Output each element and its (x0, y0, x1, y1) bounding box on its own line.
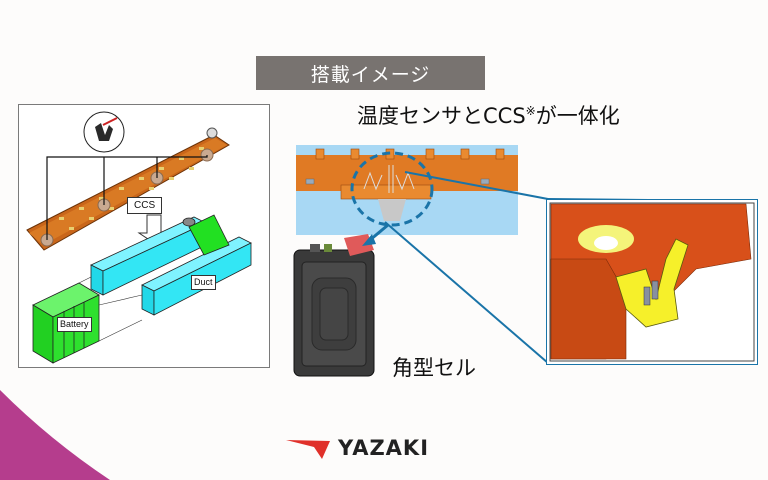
ccs-cross-section (296, 145, 518, 235)
sensor-connector (344, 234, 374, 256)
ccs-label: CCS (127, 197, 163, 214)
ccs-plate (26, 134, 230, 251)
frame-lines (78, 276, 143, 342)
duct-label: Duct (191, 275, 216, 290)
detail-highlight-circle (350, 151, 434, 227)
battery-label: Battery (57, 317, 92, 332)
prismatic-cell-label: 角型セル (392, 356, 476, 380)
small-sensor-icon (206, 127, 218, 139)
logo-text: YAZAKI (338, 436, 430, 460)
battery-module-diagram: CCS Duct Battery (18, 104, 270, 368)
module-illustration (26, 111, 252, 364)
subtitle-end: が一体化 (535, 104, 620, 128)
page-subtitle: 温度センサとCCS※が一体化 (357, 100, 620, 130)
subtitle-main: 温度センサとCCS (357, 104, 526, 128)
page-title: 搭載イメージ (256, 56, 485, 90)
sensor-body (378, 199, 406, 221)
sensor-terminals (363, 165, 415, 193)
logo-mark-icon (286, 440, 330, 459)
decorative-magenta-curve (0, 390, 110, 480)
prismatic-cell (293, 234, 375, 377)
sensor-detail-view (546, 199, 758, 365)
leader-lines (46, 155, 208, 240)
subtitle-footnote-mark: ※ (525, 104, 536, 118)
sensor-detail-circle (83, 111, 125, 153)
company-logo: YAZAKI (286, 436, 429, 460)
